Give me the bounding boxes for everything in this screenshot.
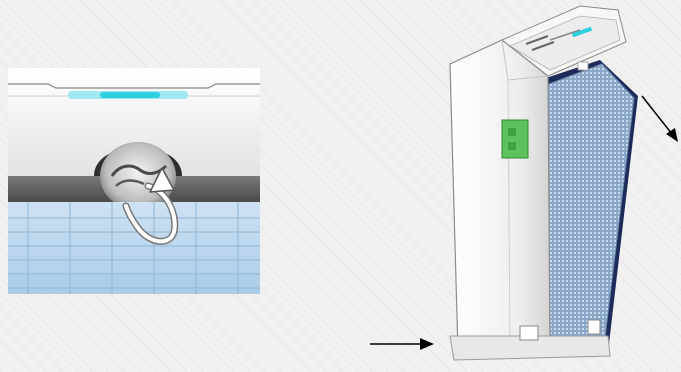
filter-clip-rotate-icon	[8, 68, 260, 294]
filter-clip-detail-inset	[8, 68, 260, 294]
arrow-down-right-icon	[638, 94, 681, 146]
air-purifier-icon	[430, 0, 640, 372]
air-purifier-drawing	[430, 0, 640, 372]
arrow-right-icon	[368, 334, 438, 354]
